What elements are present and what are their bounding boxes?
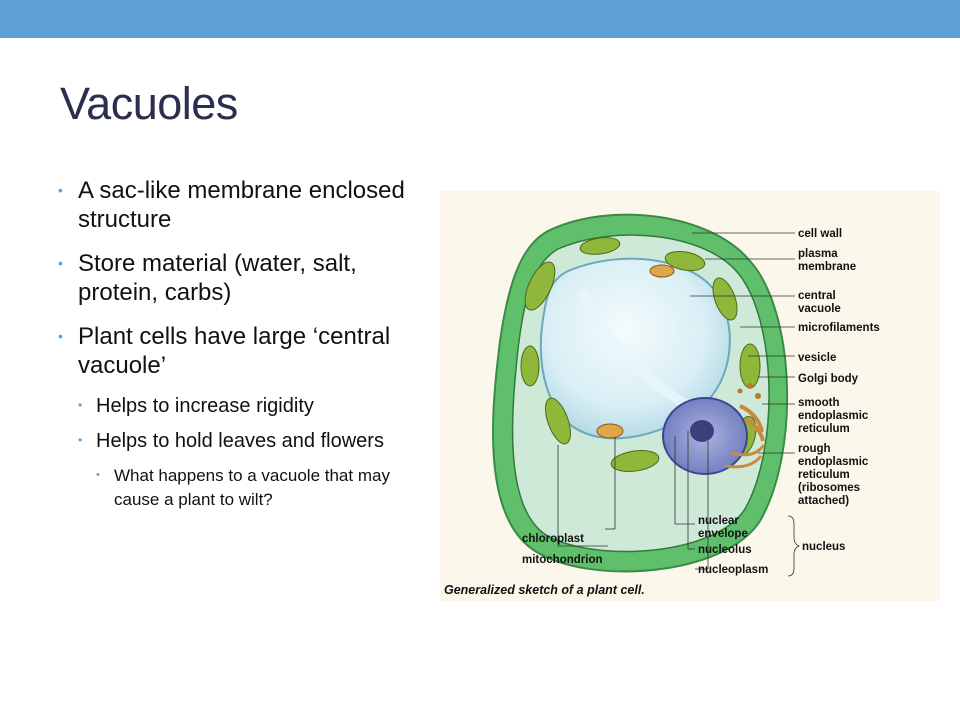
- sub-sub-bullet-list: • What happens to a vacuole that may cau…: [96, 464, 408, 512]
- mitochondrion-shape: [596, 423, 624, 439]
- label-central-line2: vacuole: [798, 303, 841, 315]
- label-plasma-line2: membrane: [798, 261, 856, 273]
- bullet-list: • A sac-like membrane enclosed structure…: [58, 176, 408, 527]
- label-chloroplast: chloroplast: [522, 533, 584, 545]
- bullet-text: A sac-like membrane enclosed structure: [78, 177, 405, 233]
- bullet-dot-icon: •: [78, 398, 83, 412]
- plant-cell-diagram: cell wall plasma membrane central vacuol…: [444, 213, 880, 597]
- bullet-dot-icon: •: [96, 469, 100, 481]
- bullet-text: Store material (water, salt, protein, ca…: [78, 250, 357, 306]
- label-nuclear-line1: nuclear: [698, 515, 739, 527]
- sub-bullet-list: • Helps to increase rigidity • Helps to …: [78, 394, 408, 512]
- bullet-item: • A sac-like membrane enclosed structure: [58, 176, 408, 234]
- label-smooth-line1: smooth: [798, 397, 840, 409]
- bullet-item: • Plant cells have large ‘central vacuol…: [58, 322, 408, 512]
- label-rough-line5: attached): [798, 495, 849, 507]
- label-mitochondrion: mitochondrion: [522, 554, 603, 566]
- label-vesicle: vesicle: [798, 352, 836, 364]
- sub-sub-bullet-text: What happens to a vacuole that may cause…: [114, 466, 390, 509]
- label-smooth-line3: reticulum: [798, 423, 850, 435]
- bullet-dot-icon: •: [78, 433, 83, 447]
- label-nucleoplasm: nucleoplasm: [698, 564, 768, 576]
- bullet-dot-icon: •: [58, 328, 63, 344]
- sub-bullet-text: Helps to hold leaves and flowers: [96, 430, 384, 452]
- bullet-item: • Store material (water, salt, protein, …: [58, 249, 408, 307]
- slide-title: Vacuoles: [60, 78, 238, 129]
- bullet-text: Plant cells have large ‘central vacuole’: [78, 323, 391, 379]
- sub-sub-bullet-item: • What happens to a vacuole that may cau…: [96, 464, 408, 512]
- label-nucleus: nucleus: [802, 541, 845, 553]
- top-accent-bar: [0, 0, 960, 38]
- leader-lines: [557, 232, 801, 577]
- mitochondrion-shape: [649, 264, 675, 278]
- bullet-dot-icon: •: [58, 255, 63, 271]
- sub-bullet-item: • Helps to increase rigidity: [78, 394, 408, 419]
- sub-bullet-text: Helps to increase rigidity: [96, 395, 314, 417]
- label-nuclear-line2: envelope: [698, 528, 748, 540]
- nucleus-shape: [662, 397, 748, 475]
- label-golgi: Golgi body: [798, 373, 859, 385]
- chloroplasts: [520, 237, 761, 472]
- label-microfilaments: microfilaments: [798, 322, 880, 334]
- label-rough-line1: rough: [798, 443, 831, 455]
- label-rough-line2: endoplasmic: [798, 456, 869, 468]
- bullet-dot-icon: •: [58, 182, 63, 198]
- sub-bullet-item: • Helps to hold leaves and flowers • Wha…: [78, 429, 408, 512]
- label-nucleolus: nucleolus: [698, 544, 752, 556]
- label-central-line1: central: [798, 290, 836, 302]
- organelle-cluster: [724, 383, 766, 469]
- label-cell-wall: cell wall: [798, 228, 842, 240]
- label-rough-line4: (ribosomes: [798, 482, 860, 494]
- label-rough-line3: reticulum: [798, 469, 850, 481]
- label-smooth-line2: endoplasmic: [798, 410, 869, 422]
- plant-cell-figure: cell wall plasma membrane central vacuol…: [440, 191, 940, 601]
- label-plasma-line1: plasma: [798, 248, 838, 260]
- figure-caption: Generalized sketch of a plant cell.: [444, 583, 645, 597]
